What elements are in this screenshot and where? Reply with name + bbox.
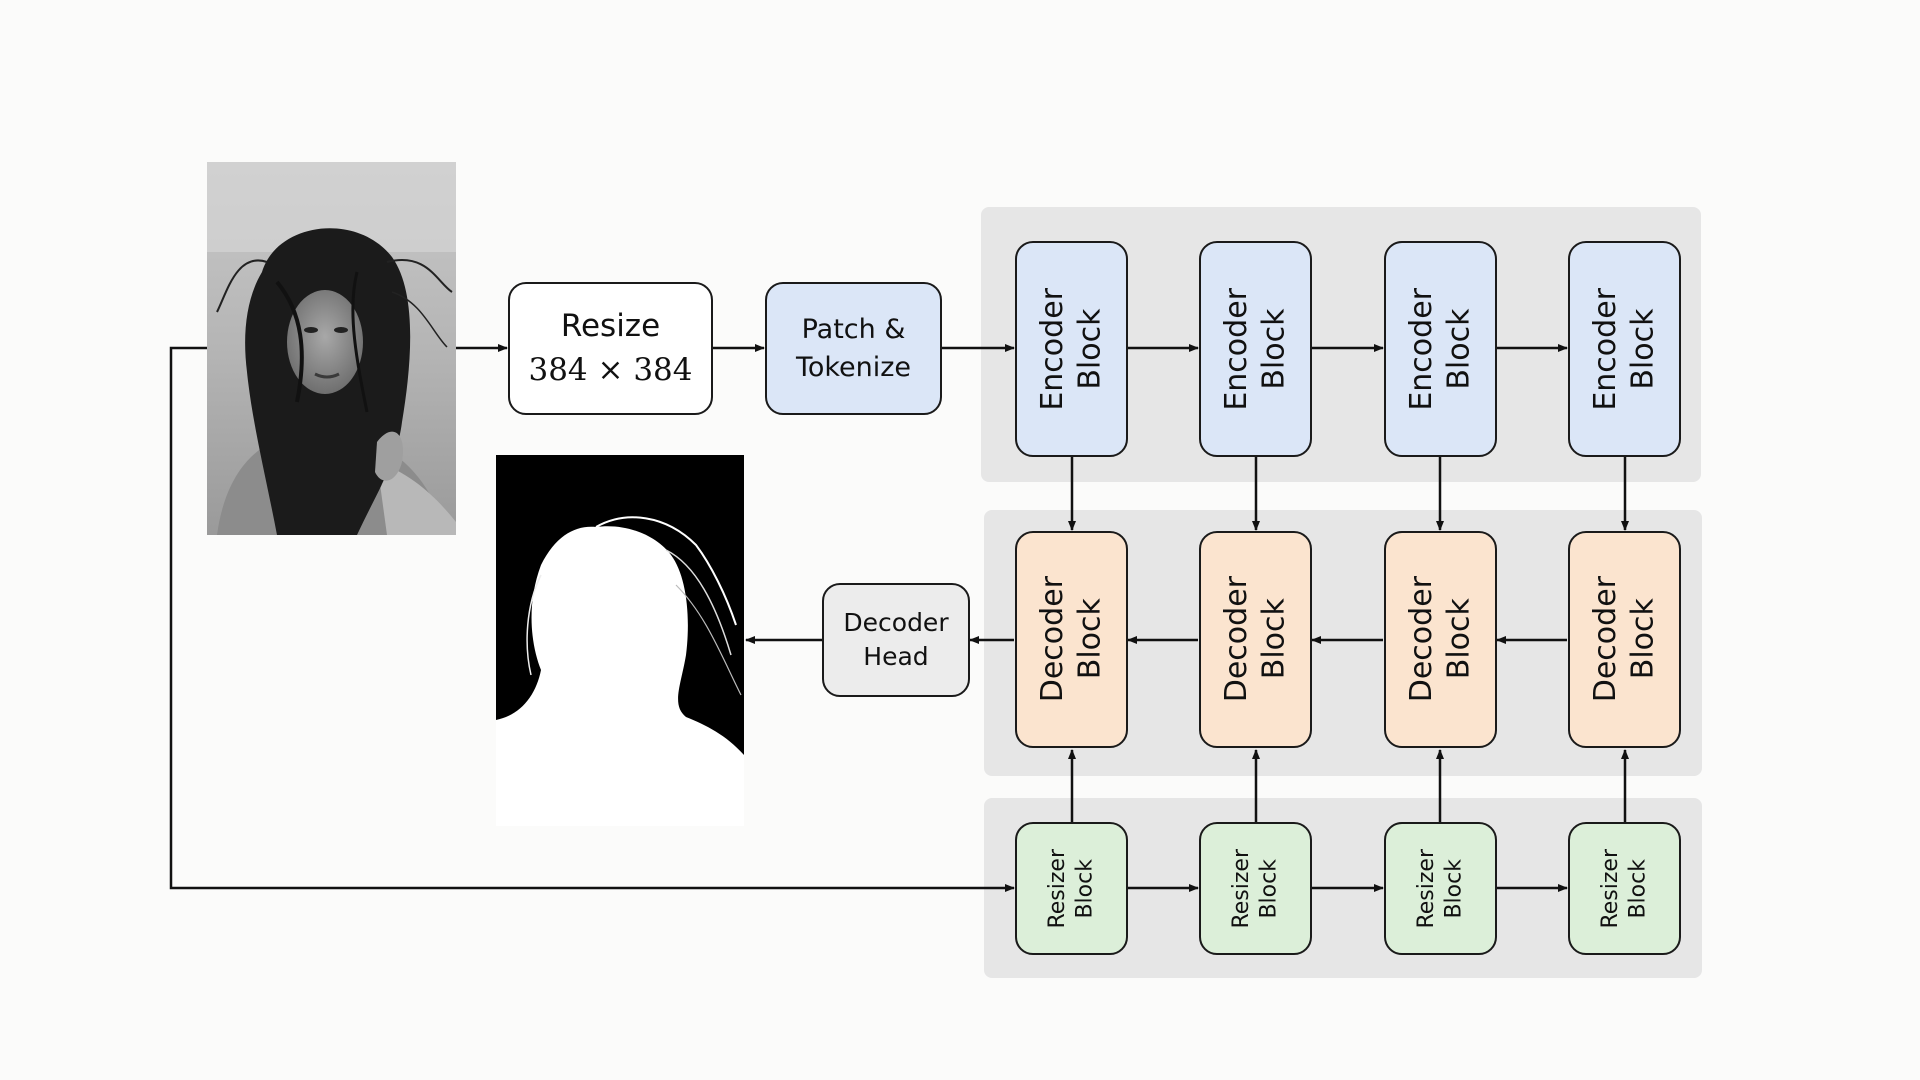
decoder-label-line1: Decoder bbox=[1588, 576, 1623, 703]
encoder-label-line1: Encoder bbox=[1035, 287, 1070, 411]
patch-label-line2: Tokenize bbox=[795, 351, 912, 383]
encoder-label-line2: Block bbox=[1625, 308, 1661, 390]
encoder-label-line1: Encoder bbox=[1588, 287, 1623, 411]
decoder-label-line2: Block bbox=[1625, 598, 1661, 681]
patch-tokenize-block: Patch & Tokenize bbox=[765, 282, 942, 415]
resizer-label-line2: Block bbox=[1441, 858, 1467, 919]
output-mask-graphic bbox=[496, 455, 744, 826]
resize-label: Resize bbox=[560, 308, 661, 345]
decoder-head-line1: Decoder bbox=[843, 608, 949, 638]
resizer-label-line1: Resizer bbox=[1229, 848, 1254, 929]
resizer-label-line2: Block bbox=[1625, 858, 1651, 919]
decoder-label-line1: Decoder bbox=[1219, 576, 1254, 703]
resizer-label-line1: Resizer bbox=[1598, 848, 1623, 929]
decoder-label-line1: Decoder bbox=[1035, 576, 1070, 703]
decoder-head-block: Decoder Head bbox=[822, 583, 970, 697]
decoder-label-line2: Block bbox=[1441, 598, 1477, 681]
resizer-label-line2: Block bbox=[1072, 858, 1098, 919]
encoder-label-line1: Encoder bbox=[1219, 287, 1254, 411]
decoder-label-line2: Block bbox=[1256, 598, 1292, 681]
encoder-label-line1: Encoder bbox=[1404, 287, 1439, 411]
decoder-label-line1: Decoder bbox=[1404, 576, 1439, 703]
resizer-label-line2: Block bbox=[1256, 858, 1282, 919]
input-image bbox=[207, 162, 456, 535]
output-mask-image bbox=[496, 455, 744, 826]
encoder-label-line2: Block bbox=[1256, 308, 1292, 390]
decoder-label-line2: Block bbox=[1072, 598, 1108, 681]
encoder-label-line2: Block bbox=[1072, 308, 1108, 390]
resizer-label-line1: Resizer bbox=[1414, 848, 1439, 929]
decoder-head-line2: Head bbox=[863, 642, 929, 671]
input-photo-graphic bbox=[207, 162, 456, 535]
resize-dimensions: 384 × 384 bbox=[528, 351, 693, 388]
resize-block: Resize 384 × 384 bbox=[508, 282, 713, 415]
resizer-label-line1: Resizer bbox=[1045, 848, 1070, 929]
encoder-label-line2: Block bbox=[1441, 308, 1477, 390]
patch-label-line1: Patch & bbox=[801, 313, 906, 345]
